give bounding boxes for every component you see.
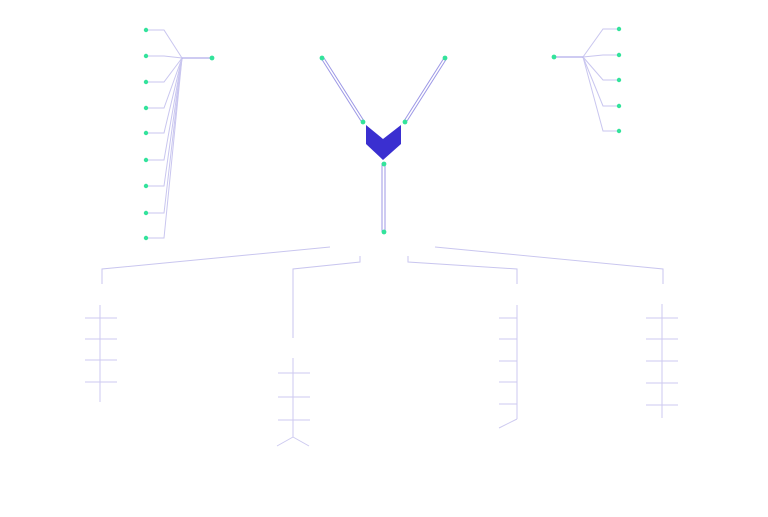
dot-icon xyxy=(616,103,622,109)
chevron-heart-icon xyxy=(366,125,401,160)
dot-icon xyxy=(143,183,149,189)
dot-icon xyxy=(381,161,387,167)
dot-icon xyxy=(143,53,149,59)
dot-icon xyxy=(616,77,622,83)
dot-icon xyxy=(381,229,387,235)
dot-icon xyxy=(143,210,149,216)
top-right-fan xyxy=(554,28,619,132)
nodes xyxy=(143,26,622,241)
dot-icon xyxy=(442,55,448,61)
branch-connectors xyxy=(101,246,664,338)
dot-icon xyxy=(143,79,149,85)
dot-icon xyxy=(209,55,215,61)
dot-icon xyxy=(143,105,149,111)
dot-icon xyxy=(360,119,366,125)
dot-icon xyxy=(616,26,622,32)
dot-icon xyxy=(616,52,622,58)
dot-icon xyxy=(551,54,557,60)
dot-icon xyxy=(616,128,622,134)
branch-2 xyxy=(276,358,310,447)
dot-icon xyxy=(143,235,149,241)
dot-icon xyxy=(319,55,325,61)
dot-icon xyxy=(143,130,149,136)
dot-icon xyxy=(143,157,149,163)
top-left-fan xyxy=(146,29,212,239)
dot-icon xyxy=(143,27,149,33)
branch-1 xyxy=(85,305,117,402)
center-connectors xyxy=(320,57,448,232)
dot-icon xyxy=(402,119,408,125)
branch-3 xyxy=(498,305,518,429)
branch-4 xyxy=(646,304,678,418)
